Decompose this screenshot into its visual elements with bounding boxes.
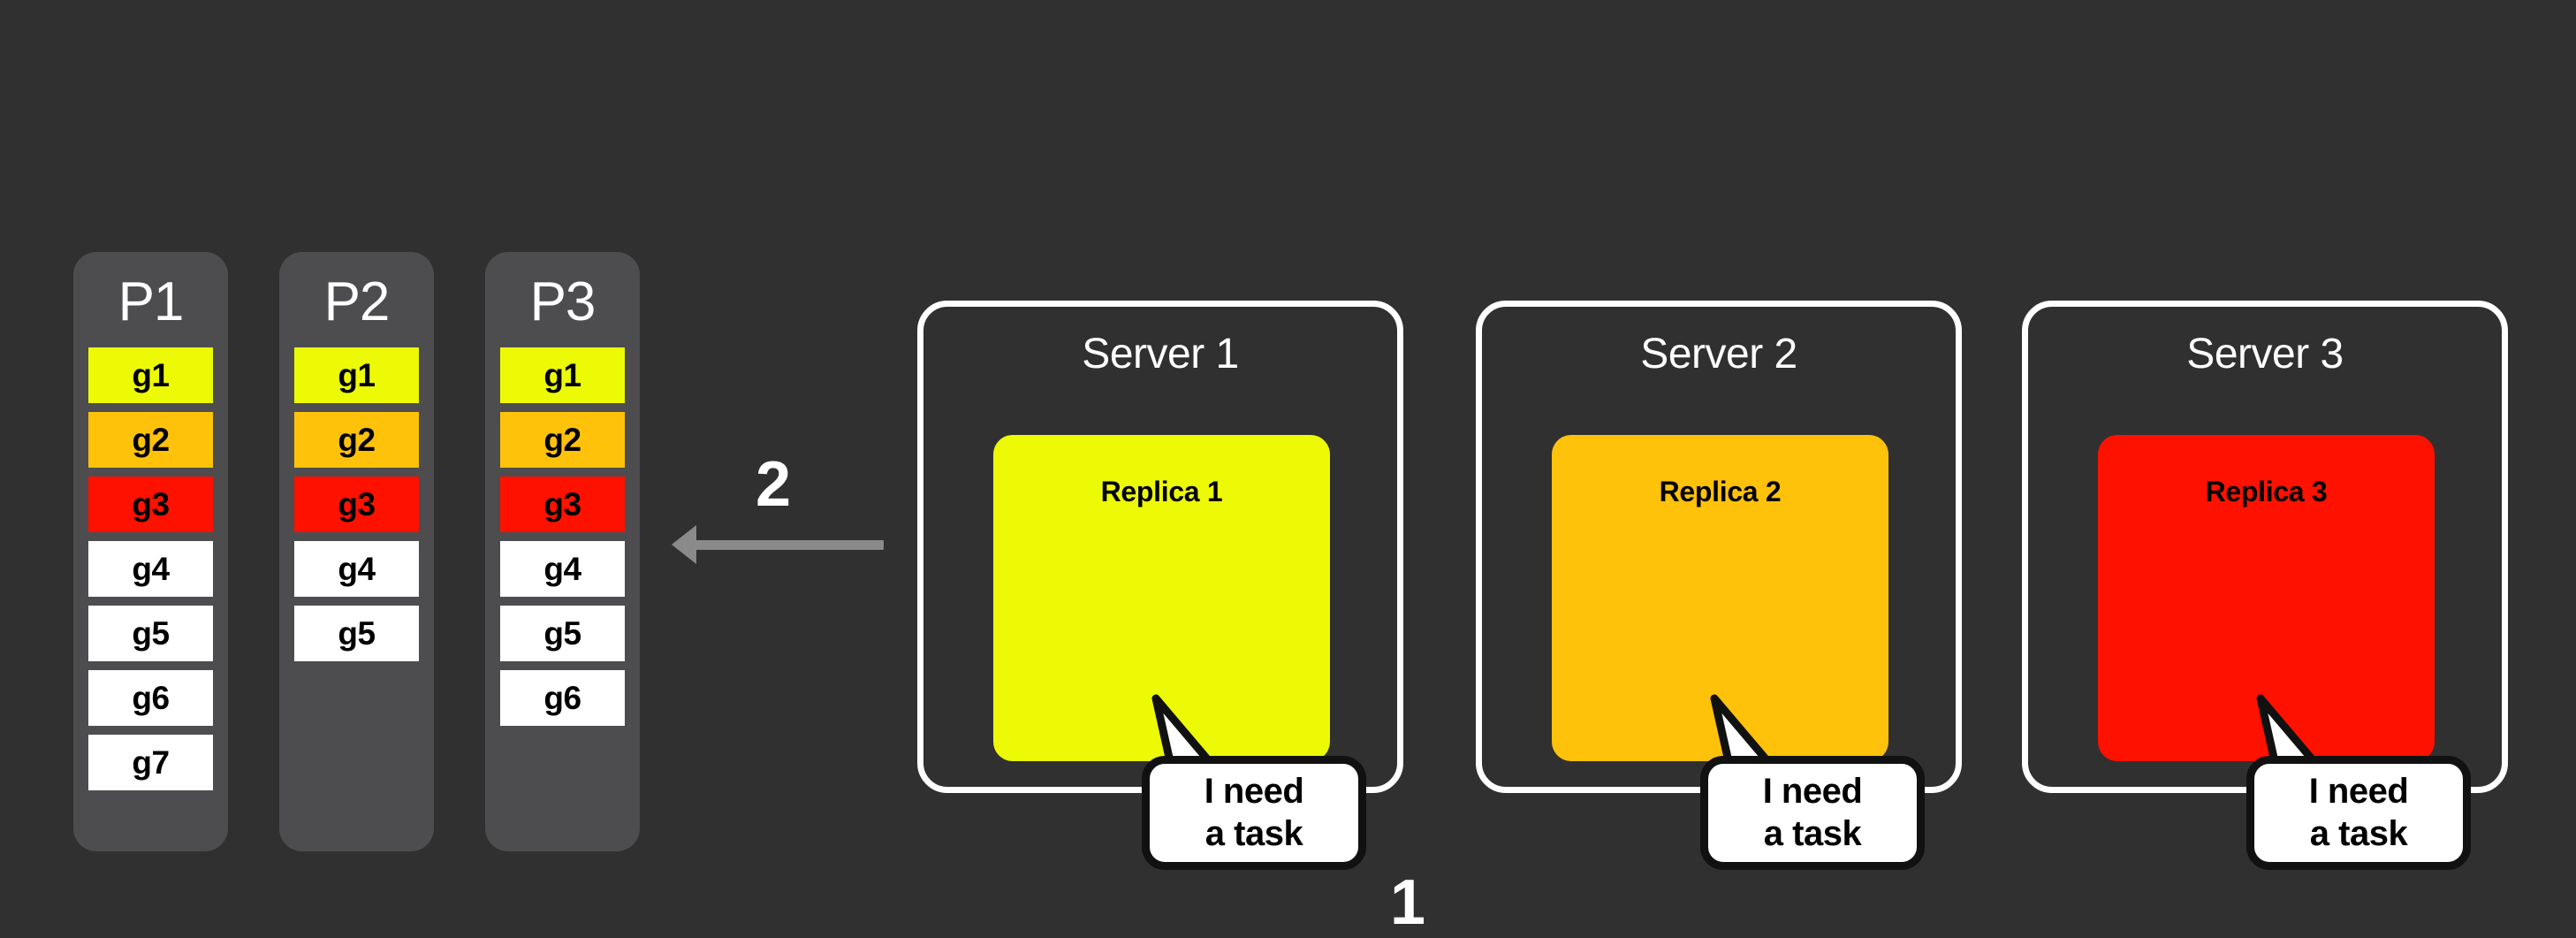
speech-bubble-line-2b: a task: [1763, 813, 1862, 853]
task-slot[interactable]: g3: [88, 477, 213, 532]
partition-title-p1: P1: [118, 271, 185, 332]
partition-column-p3[interactable]: P3 g1 g2 g3 g4 g5 g6: [485, 252, 640, 851]
partition-column-p1[interactable]: P1 g1 g2 g3 g4 g5 g6 g7: [73, 252, 228, 851]
speech-bubble-line-1b: a task: [1204, 813, 1303, 853]
task-slot[interactable]: g5: [294, 606, 419, 661]
step-number-1: 1: [1390, 867, 1425, 938]
task-slot-label: g4: [338, 550, 376, 587]
task-slot[interactable]: g4: [88, 541, 213, 597]
server-title-3: Server 3: [2186, 331, 2344, 377]
task-slot-label: g6: [132, 679, 170, 716]
task-slot-label: g2: [543, 421, 581, 458]
task-slot[interactable]: g1: [88, 347, 213, 403]
replica-box-3[interactable]: Replica 3: [2098, 435, 2435, 761]
arrow-head-icon: [672, 525, 696, 564]
task-slot[interactable]: g6: [88, 670, 213, 726]
task-slot[interactable]: g2: [294, 412, 419, 468]
speech-bubble-line-3a: I need: [2308, 772, 2409, 812]
task-slot-label: g7: [132, 744, 170, 781]
task-slot-label: g3: [338, 485, 376, 522]
speech-bubble-line-3b: a task: [2309, 813, 2408, 853]
speech-bubble-2[interactable]: I need a task: [1700, 756, 1925, 870]
task-slot[interactable]: g5: [500, 606, 625, 661]
task-slot-label: g1: [543, 356, 581, 393]
task-slot-label: g5: [543, 614, 581, 652]
task-slot[interactable]: g2: [500, 412, 625, 468]
partition-slot-list-p1: g1 g2 g3 g4 g5 g6 g7: [73, 347, 228, 790]
speech-bubble-line-2a: I need: [1762, 772, 1863, 812]
task-slot-label: g5: [338, 614, 376, 652]
server-title-2: Server 2: [1640, 331, 1797, 377]
task-slot[interactable]: g1: [500, 347, 625, 403]
task-slot-label: g1: [338, 356, 376, 393]
task-slot-label: g2: [132, 421, 170, 458]
replica-label-2: Replica 2: [1659, 476, 1782, 507]
task-slot-label: g1: [132, 356, 170, 393]
step-number-2: 2: [756, 449, 791, 520]
task-slot[interactable]: g1: [294, 347, 419, 403]
speech-bubble-1[interactable]: I need a task: [1142, 756, 1366, 870]
task-slot[interactable]: g6: [500, 670, 625, 726]
replica-box-2[interactable]: Replica 2: [1552, 435, 1888, 761]
task-slot[interactable]: g3: [294, 477, 419, 532]
task-slot-label: g3: [543, 485, 581, 522]
task-slot[interactable]: g5: [88, 606, 213, 661]
partition-title-p2: P2: [323, 271, 391, 332]
task-slot[interactable]: g4: [500, 541, 625, 597]
task-slot-label: g4: [543, 550, 581, 587]
speech-bubble-3[interactable]: I need a task: [2246, 756, 2471, 870]
partition-title-p3: P3: [529, 271, 597, 332]
assign-task-arrow: [672, 522, 884, 566]
partition-slot-list-p3: g1 g2 g3 g4 g5 g6: [485, 347, 640, 726]
partition-slot-list-p2: g1 g2 g3 g4 g5: [279, 347, 434, 661]
task-slot[interactable]: g7: [88, 735, 213, 790]
task-slot[interactable]: g4: [294, 541, 419, 597]
server-title-1: Server 1: [1082, 331, 1239, 377]
task-slot[interactable]: g3: [500, 477, 625, 532]
arrow-shaft: [695, 540, 884, 550]
replica-label-3: Replica 3: [2205, 476, 2328, 507]
partition-column-p2[interactable]: P2 g1 g2 g3 g4 g5: [279, 252, 434, 851]
task-slot[interactable]: g2: [88, 412, 213, 468]
replica-box-1[interactable]: Replica 1: [993, 435, 1330, 761]
task-slot-label: g3: [132, 485, 170, 522]
task-slot-label: g6: [543, 679, 581, 716]
task-slot-label: g5: [132, 614, 170, 652]
speech-bubble-line-1a: I need: [1204, 772, 1304, 812]
task-slot-label: g2: [338, 421, 376, 458]
task-slot-label: g4: [132, 550, 170, 587]
replica-label-1: Replica 1: [1100, 476, 1223, 507]
